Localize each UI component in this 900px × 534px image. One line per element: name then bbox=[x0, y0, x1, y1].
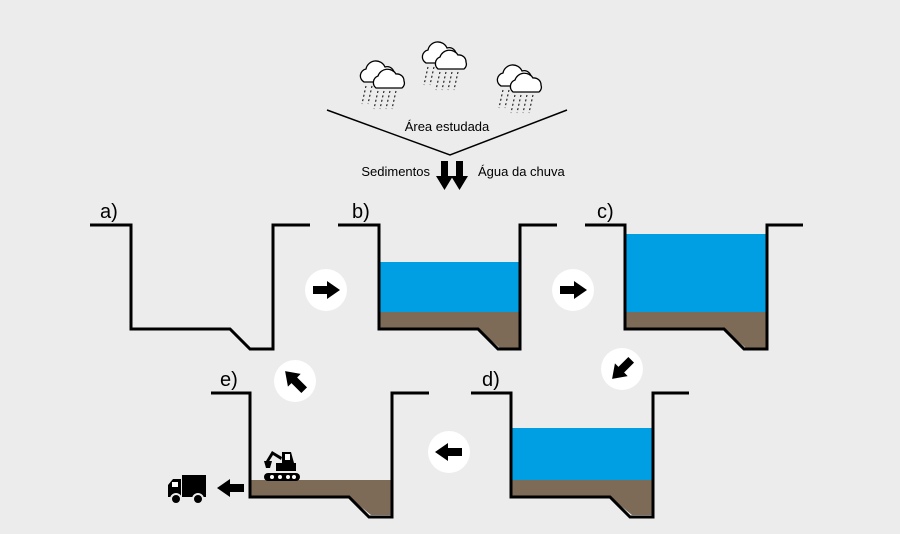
basin-outline bbox=[471, 391, 689, 519]
arrow-down-left-icon bbox=[612, 356, 635, 379]
area-label: Área estudada bbox=[405, 119, 490, 134]
excavator-icon bbox=[264, 451, 300, 481]
arrow-right-icon bbox=[560, 281, 587, 299]
sediment-layer bbox=[512, 480, 652, 515]
transition-arrow-a-b bbox=[305, 269, 347, 311]
arrow-left-icon bbox=[217, 479, 244, 497]
rainwater-label: Água da chuva bbox=[478, 164, 566, 179]
transition-arrow-c-d bbox=[601, 348, 643, 390]
water-layer bbox=[626, 234, 766, 312]
panel-c: c) bbox=[585, 201, 803, 351]
rain-cloud-icon bbox=[421, 41, 468, 91]
panel-e: e) bbox=[211, 369, 429, 519]
basin-outline bbox=[211, 391, 429, 519]
sediment-layer bbox=[251, 480, 391, 515]
sediment-layer bbox=[380, 312, 519, 348]
transition-arrow-e-a bbox=[274, 360, 316, 402]
panel-label-c: c) bbox=[597, 201, 614, 223]
rain-cloud-icon bbox=[496, 64, 543, 114]
panel-b: b) bbox=[338, 201, 557, 351]
sediment-layer bbox=[626, 312, 766, 348]
arrow-down-icon bbox=[436, 161, 453, 190]
arrow-left-icon bbox=[435, 443, 462, 461]
panel-label-e: e) bbox=[220, 369, 238, 391]
water-layer bbox=[380, 262, 519, 312]
truck-group bbox=[168, 475, 244, 505]
panel-a: a) bbox=[90, 201, 310, 351]
truck-icon bbox=[168, 475, 206, 505]
arrow-down-icon bbox=[451, 161, 468, 190]
arrow-right-icon bbox=[313, 281, 340, 299]
catchment-funnel bbox=[326, 109, 568, 156]
arrow-up-left-icon bbox=[285, 371, 308, 394]
study-area-group: Área estudada Sedimentos Água da chuva bbox=[326, 41, 568, 190]
panel-d: d) bbox=[471, 369, 689, 519]
sediments-label: Sedimentos bbox=[361, 164, 430, 179]
panel-label-a: a) bbox=[100, 201, 118, 223]
basin-outline bbox=[338, 223, 557, 351]
panel-label-d: d) bbox=[482, 369, 500, 391]
transition-arrow-b-c bbox=[552, 269, 594, 311]
basin-outline bbox=[90, 223, 310, 351]
transition-arrow-d-e bbox=[428, 431, 470, 473]
panel-label-b: b) bbox=[352, 201, 370, 223]
basin-outline bbox=[585, 223, 803, 351]
water-layer bbox=[512, 428, 652, 480]
rain-cloud-icon bbox=[359, 60, 406, 110]
